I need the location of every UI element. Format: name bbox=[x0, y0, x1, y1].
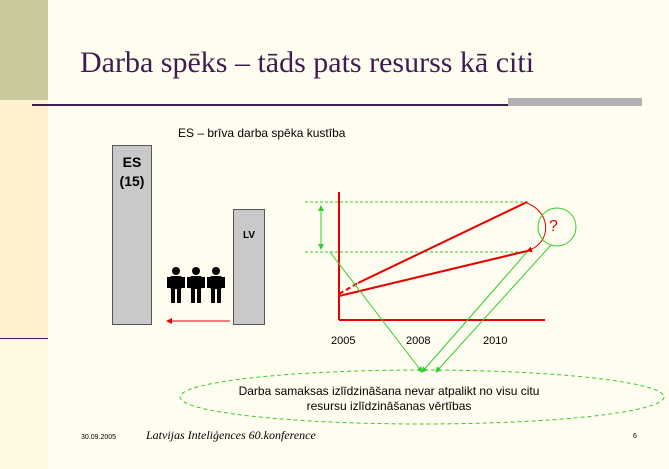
year-label-2005: 2005 bbox=[331, 335, 356, 347]
es-box: ES (15) bbox=[112, 145, 152, 325]
es-box-label: ES bbox=[122, 154, 142, 170]
person-figure-1 bbox=[167, 267, 185, 303]
side-divider bbox=[0, 338, 48, 339]
footer-conference: Latvijas Inteliģences 60.konference bbox=[146, 428, 316, 442]
person-icon bbox=[187, 266, 205, 315]
page-number: 6 bbox=[633, 433, 637, 440]
year-label-2010: 2010 bbox=[483, 335, 508, 347]
person-figure-3 bbox=[207, 267, 225, 303]
connector-circle bbox=[435, 244, 552, 373]
diagram-caption: ES – brīva darba spēka kustība bbox=[178, 126, 346, 140]
side-bar-accent bbox=[0, 0, 48, 100]
question-mark: ? bbox=[549, 218, 558, 235]
slide-title: Darba spēks – tāds pats resurss kā citi bbox=[80, 46, 535, 79]
lv-box-label: LV bbox=[242, 230, 256, 241]
es-box-count: (15) bbox=[119, 173, 145, 189]
person-icon bbox=[167, 266, 185, 315]
lv-box: LV bbox=[233, 209, 265, 325]
es-trend-line bbox=[338, 250, 528, 297]
question-circle bbox=[537, 207, 577, 247]
gap-arc bbox=[526, 202, 547, 253]
note-ellipse bbox=[179, 369, 665, 425]
side-bar-band bbox=[0, 100, 48, 340]
footer-date: 30.09.2005 bbox=[81, 434, 117, 441]
connector-right-lower bbox=[421, 251, 528, 373]
title-accent-block bbox=[508, 98, 642, 106]
title-underline bbox=[32, 104, 508, 106]
conclusion-note: Darba samaksas izlīdzināšana nevar atpal… bbox=[238, 384, 540, 413]
lv-trend-line bbox=[357, 201, 528, 284]
connector-left bbox=[329, 251, 423, 373]
person-figure-2 bbox=[187, 267, 205, 303]
year-label-2008: 2008 bbox=[406, 335, 431, 347]
person-icon bbox=[207, 266, 225, 315]
